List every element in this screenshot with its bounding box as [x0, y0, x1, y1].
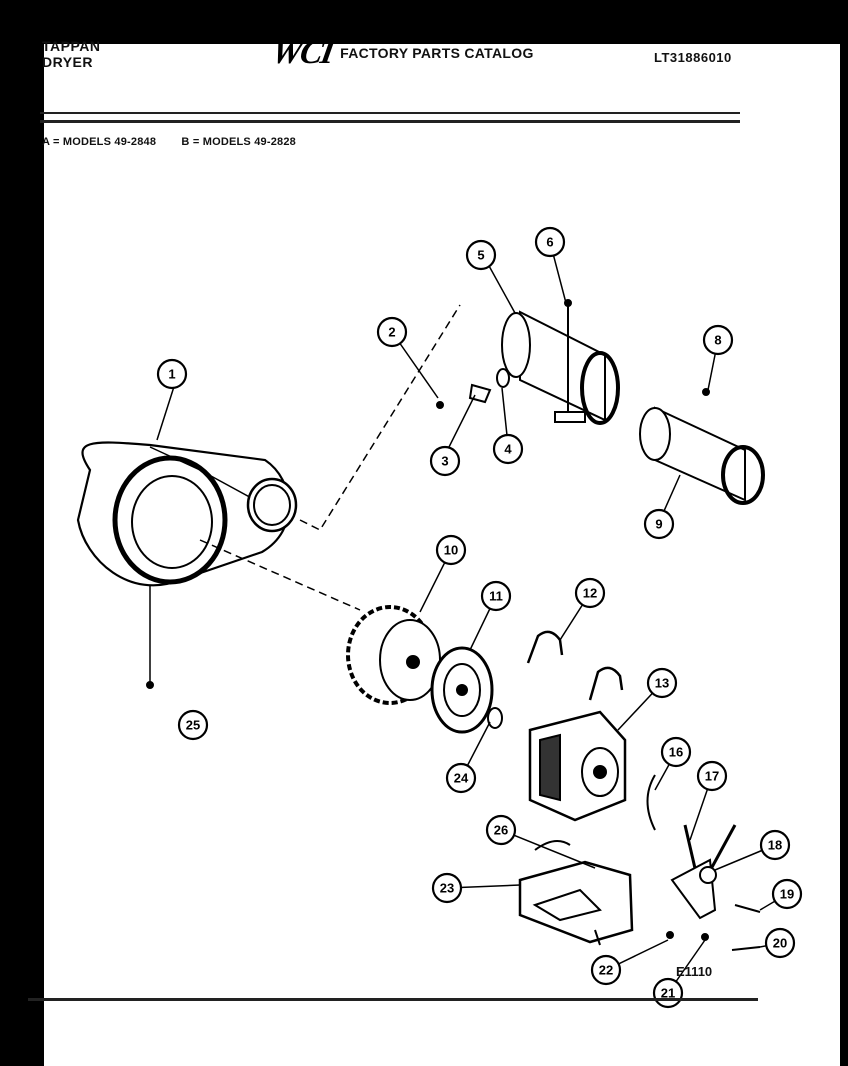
washer-part	[487, 707, 503, 729]
callout-19: 19	[771, 878, 803, 910]
model-a-label: A = MODELS 49-2848	[42, 136, 157, 148]
callout-22: 22	[590, 954, 622, 986]
svg-text:3: 3	[441, 454, 448, 469]
catalog-number: LT31886010	[654, 50, 732, 65]
blower-housing-part	[76, 441, 298, 587]
svg-text:18: 18	[768, 838, 782, 853]
callout-18: 18	[759, 829, 791, 861]
callout-9: 9	[643, 508, 675, 540]
grommet-part	[496, 368, 510, 388]
callout-17: 17	[696, 760, 728, 792]
svg-text:1: 1	[168, 367, 175, 382]
thermostat-part	[468, 383, 492, 404]
callout-6: 6	[534, 226, 566, 258]
heater-housing-part	[501, 299, 620, 425]
svg-text:6: 6	[546, 235, 553, 250]
svg-text:23: 23	[440, 881, 454, 896]
catalog-title: FACTORY PARTS CATALOG	[340, 45, 534, 61]
svg-text:26: 26	[494, 823, 508, 838]
callout-4: 4	[492, 433, 524, 465]
callout-20: 20	[764, 927, 796, 959]
header-rule-thick	[40, 120, 740, 123]
callout-5: 5	[465, 239, 497, 271]
svg-text:11: 11	[489, 589, 503, 604]
callout-16: 16	[660, 736, 692, 768]
model-b-label: B = MODELS 49-2828	[181, 136, 296, 148]
svg-text:19: 19	[780, 887, 794, 902]
screw-25-part	[146, 681, 154, 689]
spring-part	[646, 774, 656, 831]
diagram-code: E1110	[676, 964, 713, 979]
blower-wheel-part	[346, 605, 441, 705]
duct-part	[639, 388, 765, 505]
callout-13: 13	[646, 667, 678, 699]
callout-10: 10	[435, 534, 467, 566]
svg-text:10: 10	[444, 543, 458, 558]
brand-name: TAPPAN	[42, 38, 101, 54]
callout-23: 23	[431, 872, 463, 904]
callout-26: 26	[485, 814, 517, 846]
svg-text:20: 20	[773, 936, 787, 951]
svg-text:4: 4	[504, 442, 512, 457]
callout-25: 25	[177, 709, 209, 741]
callout-12: 12	[574, 577, 606, 609]
svg-text:12: 12	[583, 586, 597, 601]
svg-text:9: 9	[655, 517, 662, 532]
pulley-part	[430, 646, 494, 734]
clip-part-2	[588, 666, 624, 701]
svg-text:5: 5	[477, 248, 484, 263]
callout-11: 11	[480, 580, 512, 612]
svg-text:2: 2	[388, 325, 395, 340]
footer-rule	[28, 998, 758, 1001]
callout-1: 1	[156, 358, 188, 390]
svg-text:8: 8	[714, 333, 721, 348]
model-legend: A = MODELS 49-2848 B = MODELS 49-2828	[42, 136, 318, 148]
callout-2: 2	[376, 316, 408, 348]
callout-21: 21	[652, 977, 684, 1009]
svg-text:17: 17	[705, 769, 719, 784]
motor-part	[528, 710, 627, 822]
svg-text:22: 22	[599, 963, 613, 978]
header-rule-thin	[40, 112, 740, 114]
svg-text:13: 13	[655, 676, 669, 691]
callout-8: 8	[702, 324, 734, 356]
product-name: DRYER	[42, 54, 93, 70]
idler-arm-part	[666, 824, 761, 951]
svg-text:16: 16	[669, 745, 683, 760]
callout-3: 3	[429, 445, 461, 477]
svg-text:24: 24	[454, 771, 469, 786]
motor-mount-part	[518, 840, 634, 946]
svg-text:25: 25	[186, 718, 200, 733]
callout-24: 24	[445, 762, 477, 794]
screw-part	[436, 401, 444, 409]
svg-text:21: 21	[661, 986, 675, 1001]
clip-part	[526, 630, 564, 664]
header-center: WCI FACTORY PARTS CATALOG	[269, 34, 534, 72]
header-brand-block: TAPPAN DRYER	[42, 38, 100, 70]
